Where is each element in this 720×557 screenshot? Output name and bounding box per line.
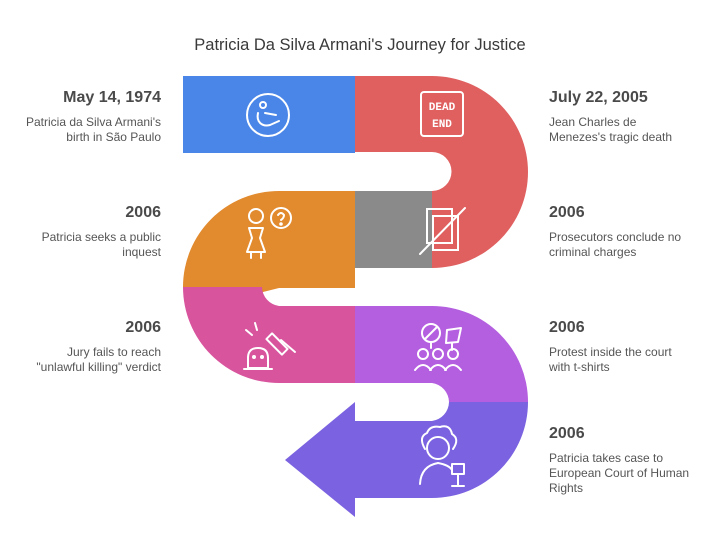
event-date: 2006: [125, 204, 161, 221]
person-icon: [246, 93, 290, 137]
event-2: July 22, 2005 Jean Charles de Menezes's …: [549, 88, 699, 145]
event-3: 2006 Prosecutors conclude no criminal ch…: [549, 203, 699, 260]
event-description: Patricia da Silva Armani's birth in São …: [25, 115, 161, 144]
event-5: 2006 Jury fails to reach "unlawful killi…: [0, 318, 161, 375]
event-description: Jean Charles de Menezes's tragic death: [549, 115, 673, 144]
event-description: Prosecutors conclude no criminal charges: [549, 230, 682, 259]
page-title: Patricia Da Silva Armani's Journey for J…: [194, 36, 526, 54]
event-description: Jury fails to reach "unlawful killing" v…: [36, 345, 161, 374]
event-date: 2006: [549, 425, 585, 442]
event-date: 2006: [549, 204, 585, 221]
question-person-icon: [246, 207, 292, 259]
event-1: May 14, 1974 Patricia da Silva Armani's …: [0, 88, 161, 145]
segment-7: [285, 402, 528, 517]
event-6: 2006 Protest inside the court with t-shi…: [549, 318, 699, 375]
event-7: 2006 Patricia takes case to European Cou…: [549, 424, 699, 496]
event-date: May 14, 1974: [63, 89, 161, 106]
event-description: Patricia seeks a public inquest: [41, 230, 161, 259]
dead-end-line-2: END: [432, 119, 452, 131]
segment-6: [355, 306, 528, 402]
dead-end-sign-icon: [420, 91, 464, 137]
event-description: Protest inside the court with t-shirts: [549, 345, 672, 374]
dead-end-line-1: DEAD: [429, 102, 456, 114]
event-4: 2006 Patricia seeks a public inquest: [0, 203, 161, 260]
justice-person-icon: [419, 425, 465, 487]
crossed-document-icon: [419, 207, 466, 255]
gavel-icon: [243, 322, 296, 370]
event-date: 2006: [549, 319, 585, 336]
segment-5: [183, 287, 355, 383]
event-description: Patricia takes case to European Court of…: [549, 451, 690, 495]
protest-icon: [414, 323, 462, 371]
event-date: 2006: [125, 319, 161, 336]
event-date: July 22, 2005: [549, 89, 648, 106]
